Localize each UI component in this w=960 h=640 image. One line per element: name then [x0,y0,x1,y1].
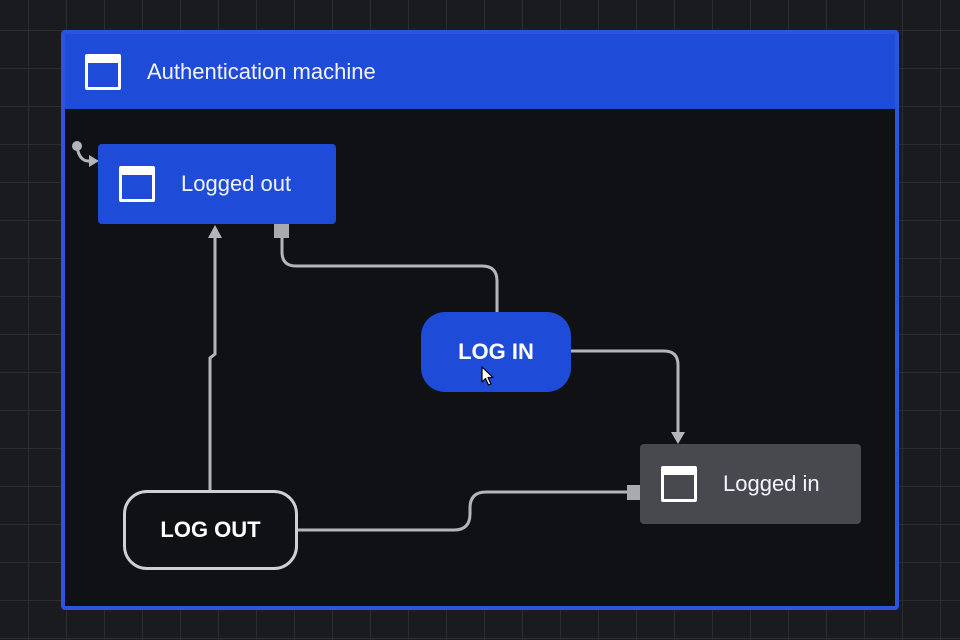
state-label: Logged in [723,471,820,496]
machine-header[interactable]: Authentication machine [65,34,895,109]
window-icon [119,166,155,202]
mouse-cursor-icon [481,366,494,386]
machine-title: Authentication machine [147,58,376,84]
state-logged-out[interactable]: Logged out [98,144,336,224]
event-log-out[interactable]: LOG OUT [123,490,298,570]
state-label: Logged out [181,171,292,196]
window-icon [661,466,697,502]
event-label: LOG OUT [160,517,261,542]
event-log-in[interactable]: LOG IN [421,312,571,392]
state-logged-in[interactable]: Logged in [640,444,861,524]
window-icon [85,53,121,90]
event-label: LOG IN [458,339,534,364]
